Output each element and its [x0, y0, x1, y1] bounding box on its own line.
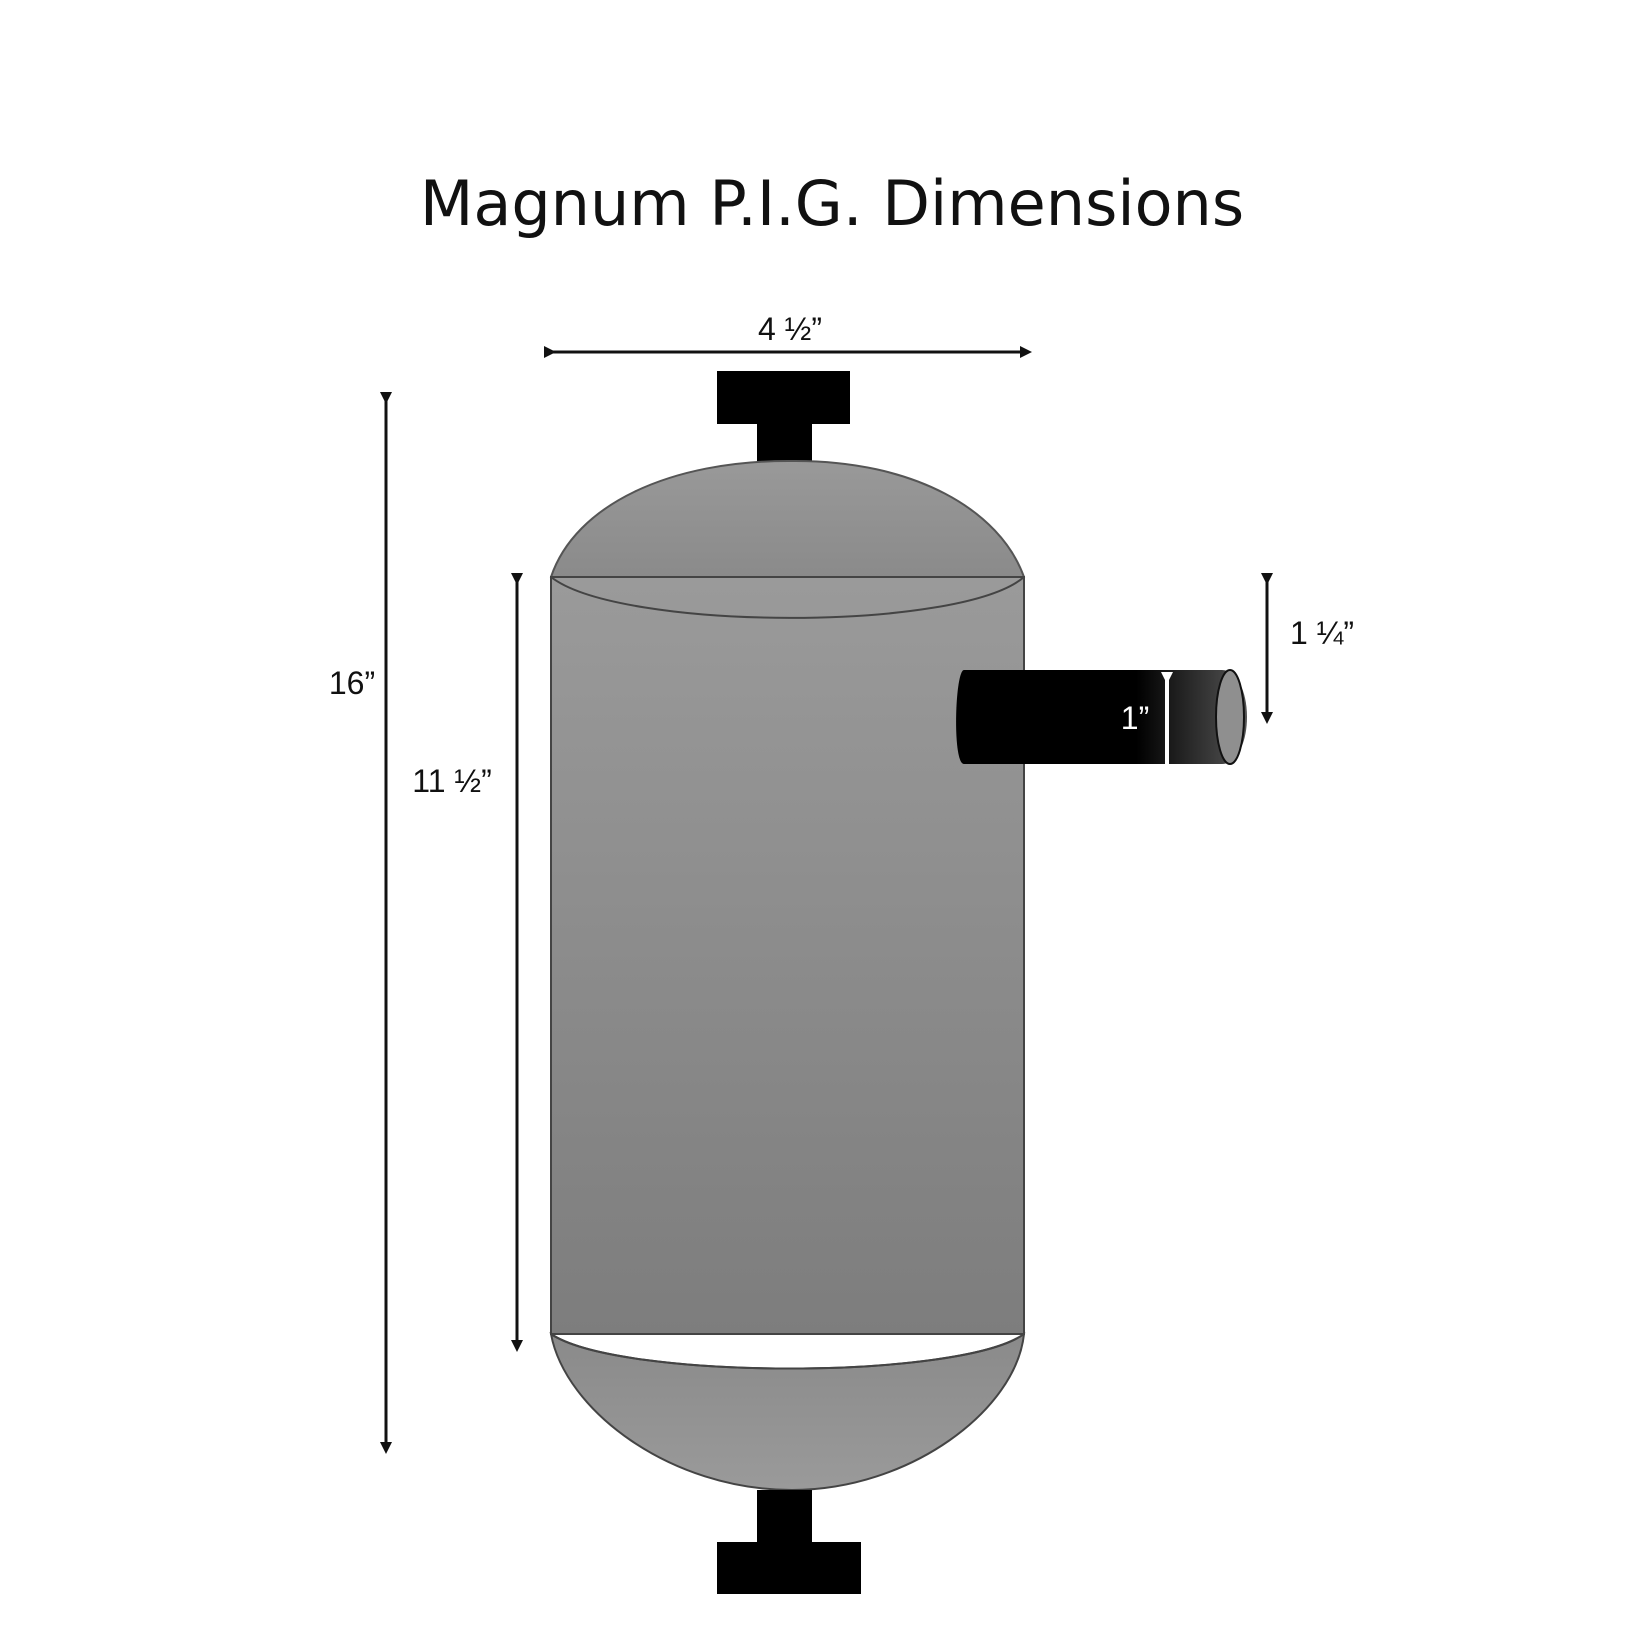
top-fitting-cap [717, 371, 850, 424]
tank-assembly [549, 371, 1247, 1594]
page-title: Magnum P.I.G. Dimensions [420, 167, 1244, 240]
bottom-fitting-cap [717, 1542, 861, 1594]
width-dimension-label: 4 ½” [758, 311, 822, 347]
tank-body [550, 576, 1025, 1335]
side-port-opening [1215, 669, 1245, 765]
port-diameter-dimension-label: 1” [1121, 700, 1149, 736]
bottom-fitting-stem [757, 1490, 812, 1546]
body-height-dimension-label: 11 ½” [412, 763, 491, 799]
top-body-seam [550, 576, 1025, 619]
overall-height-dimension-label: 16” [329, 665, 375, 701]
side-port-pipe [956, 670, 1247, 764]
port-offset-dimension-label: 1 ¼” [1290, 615, 1354, 651]
side-port [956, 669, 1247, 765]
bottom-body-seam [550, 1333, 1025, 1370]
